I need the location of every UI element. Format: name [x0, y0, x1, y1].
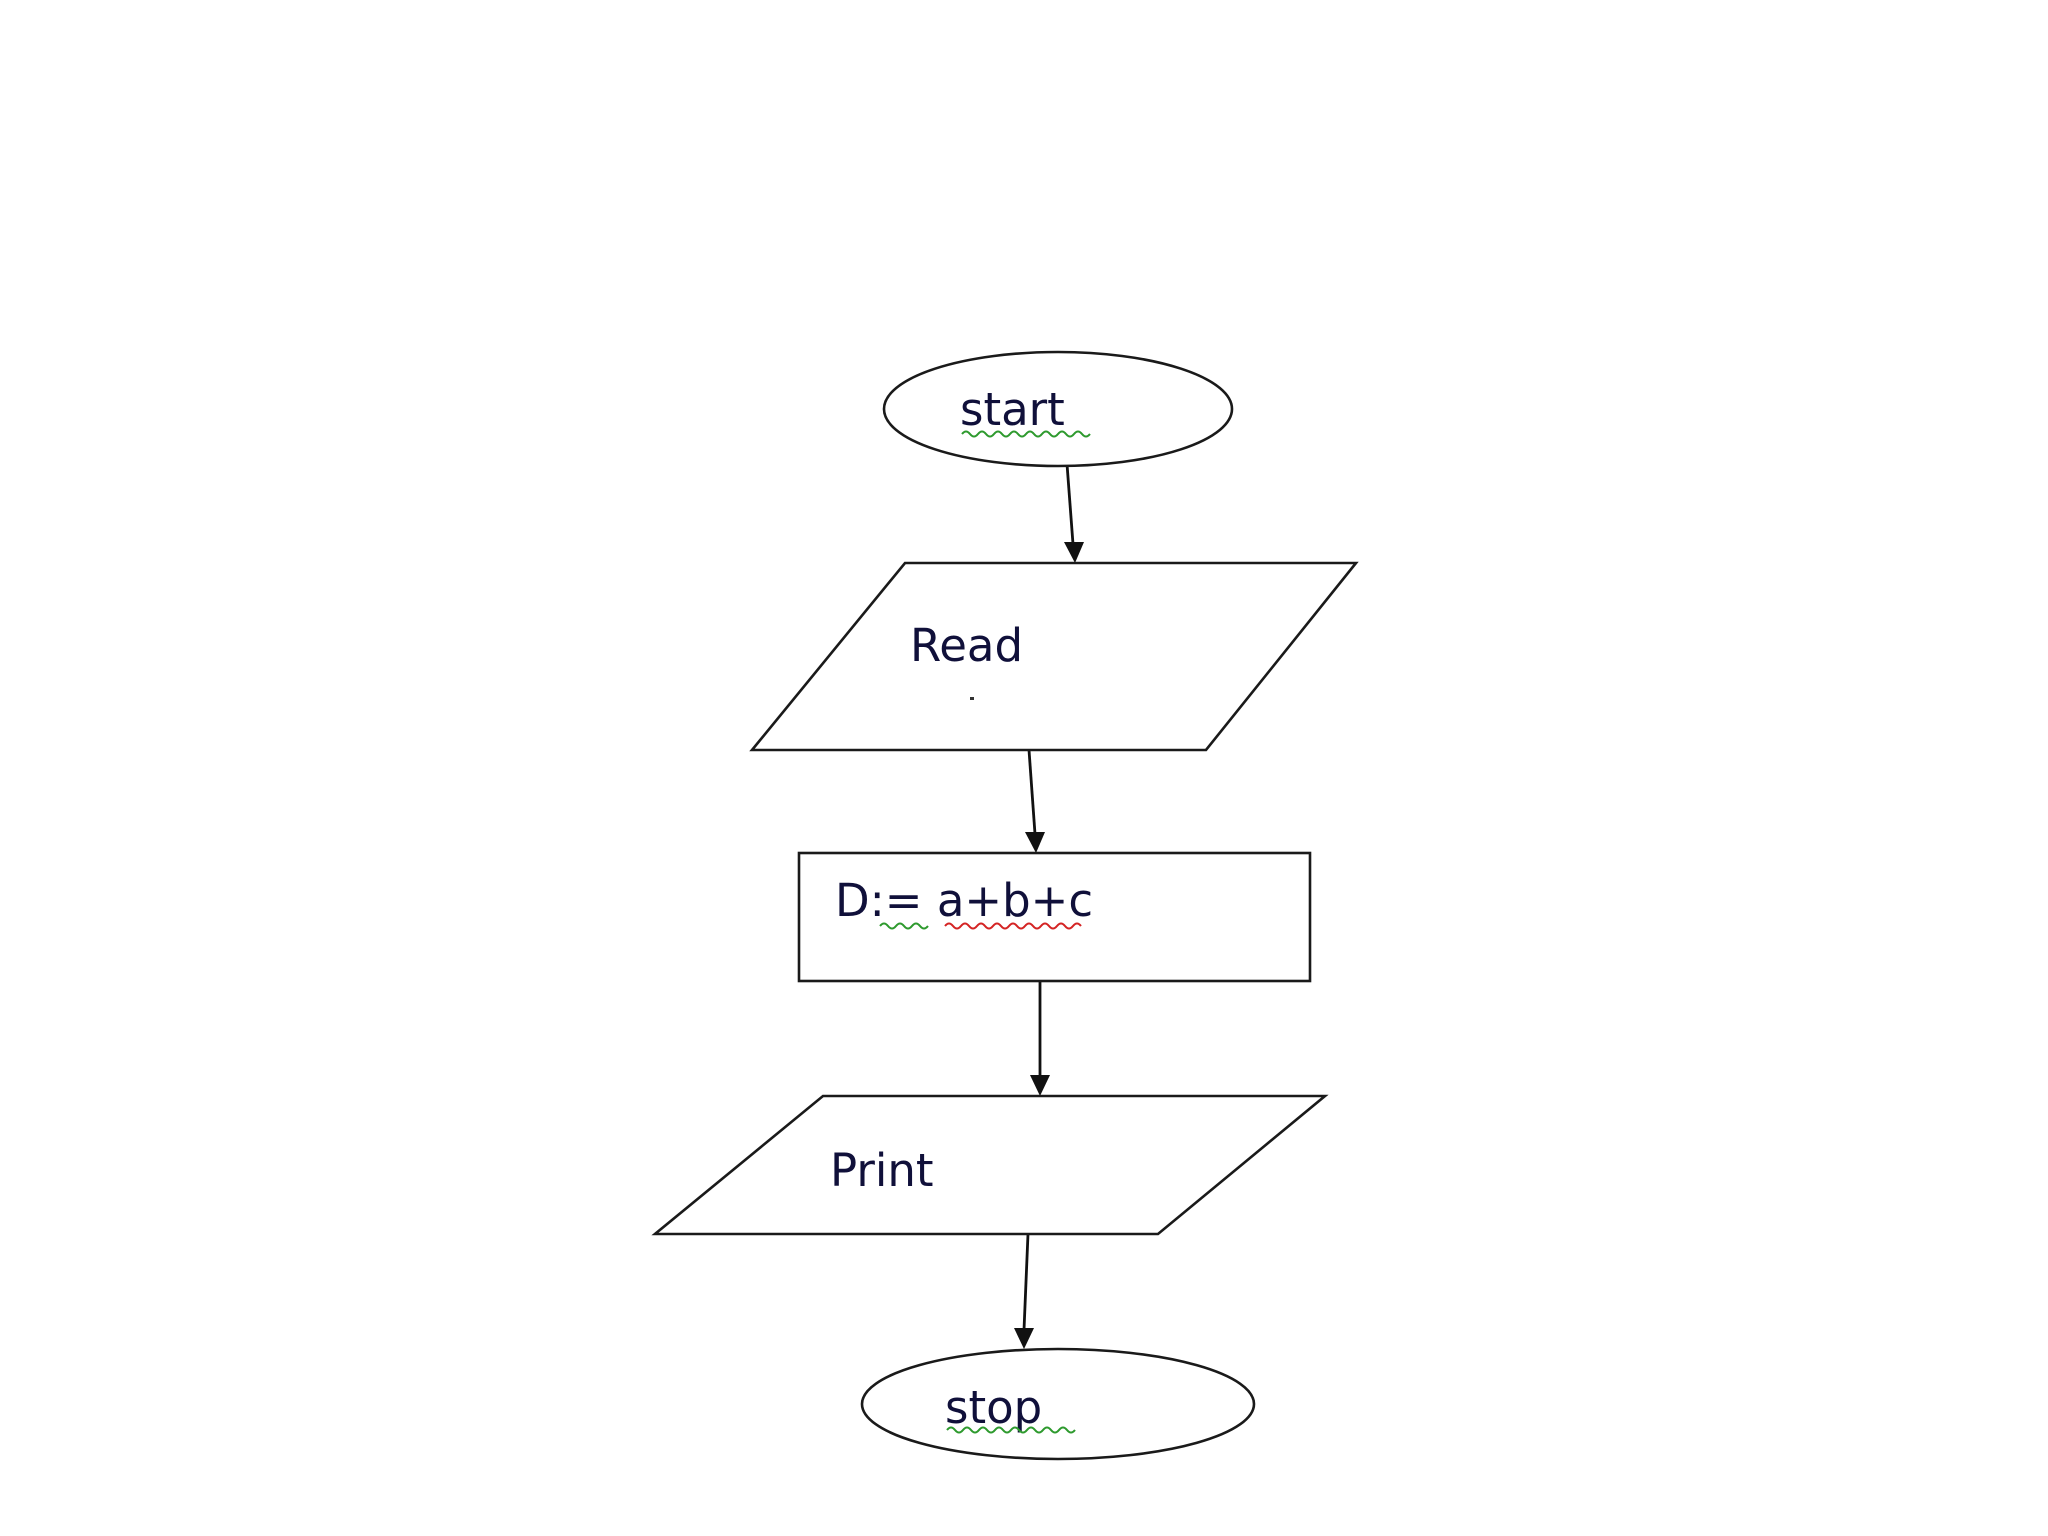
spellcheck-underline: [946, 1426, 1076, 1434]
node-print-label: Print: [830, 1144, 934, 1197]
node-print[interactable]: Print: [651, 1094, 1329, 1236]
node-compute-label: D:= a+b+c: [835, 874, 1093, 927]
edge-print-to-stop: [1014, 1233, 1034, 1349]
node-read-label: Read: [910, 619, 1023, 672]
stray-mark: [970, 697, 974, 700]
node-compute[interactable]: D:= a+b+c: [797, 851, 1312, 983]
node-stop-label: stop: [945, 1381, 1042, 1434]
node-start-label: start: [960, 383, 1065, 436]
spellcheck-underline: [944, 922, 1082, 930]
edge-compute-to-print: [1030, 981, 1050, 1096]
spellcheck-underline: [879, 922, 929, 930]
node-start[interactable]: start: [882, 350, 1234, 468]
node-read[interactable]: Read: [749, 561, 1359, 752]
spellcheck-underline: [961, 430, 1091, 438]
node-stop[interactable]: stop: [860, 1347, 1256, 1461]
edge-start-to-read: [1064, 463, 1084, 563]
edge-read-to-compute: [1025, 749, 1045, 853]
